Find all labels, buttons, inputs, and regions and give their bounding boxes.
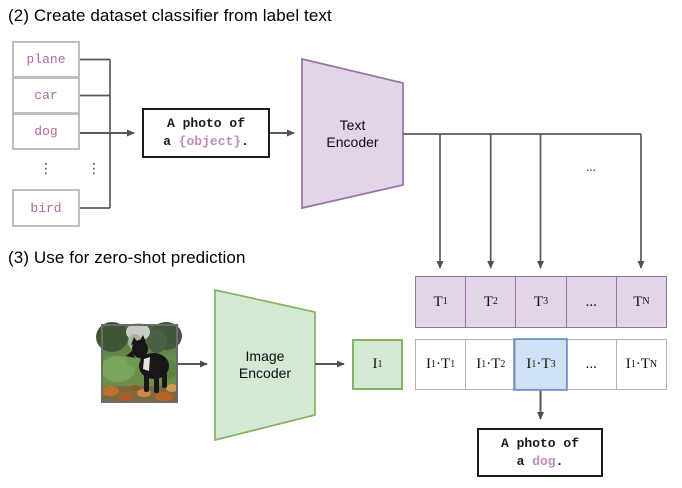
text-encoder-label: Text Encoder [326, 117, 379, 150]
text-encoder-shape [301, 57, 404, 210]
class-label-bird: bird [12, 189, 80, 227]
text-embedding-branches [403, 133, 645, 269]
vertical-ellipsis-left: ⋮ [39, 161, 53, 177]
prompt-template-box: A photo of a {object}. [142, 108, 270, 158]
prompt-object-slot: {object} [178, 134, 242, 149]
output-line1: A photo of [500, 435, 579, 451]
similarity-ellipsis: ... [565, 340, 616, 389]
prompt-line1: A photo of [166, 116, 245, 131]
class-label-plane: plane [12, 41, 80, 78]
class-label-dog: dog [12, 113, 80, 150]
vertical-ellipsis-right: ⋮ [87, 161, 101, 177]
image-encoder-shape [214, 288, 316, 442]
branch-ellipsis: ... [586, 159, 596, 174]
prediction-output-box: A photo of a dog. [477, 428, 603, 477]
prompt-line2: a {object}. [163, 134, 249, 149]
dog-photo [96, 322, 182, 403]
output-predicted-class: dog [532, 453, 556, 469]
text-embedding-ellipsis: ... [565, 277, 616, 327]
output-line2: a dog. [516, 453, 564, 469]
image-encoder-label: Image Encoder [238, 348, 292, 381]
section3-title: (3) Use for zero-shot prediction [8, 248, 246, 267]
class-label-car: car [12, 77, 80, 114]
section2-title: (2) Create dataset classifier from label… [8, 6, 332, 25]
